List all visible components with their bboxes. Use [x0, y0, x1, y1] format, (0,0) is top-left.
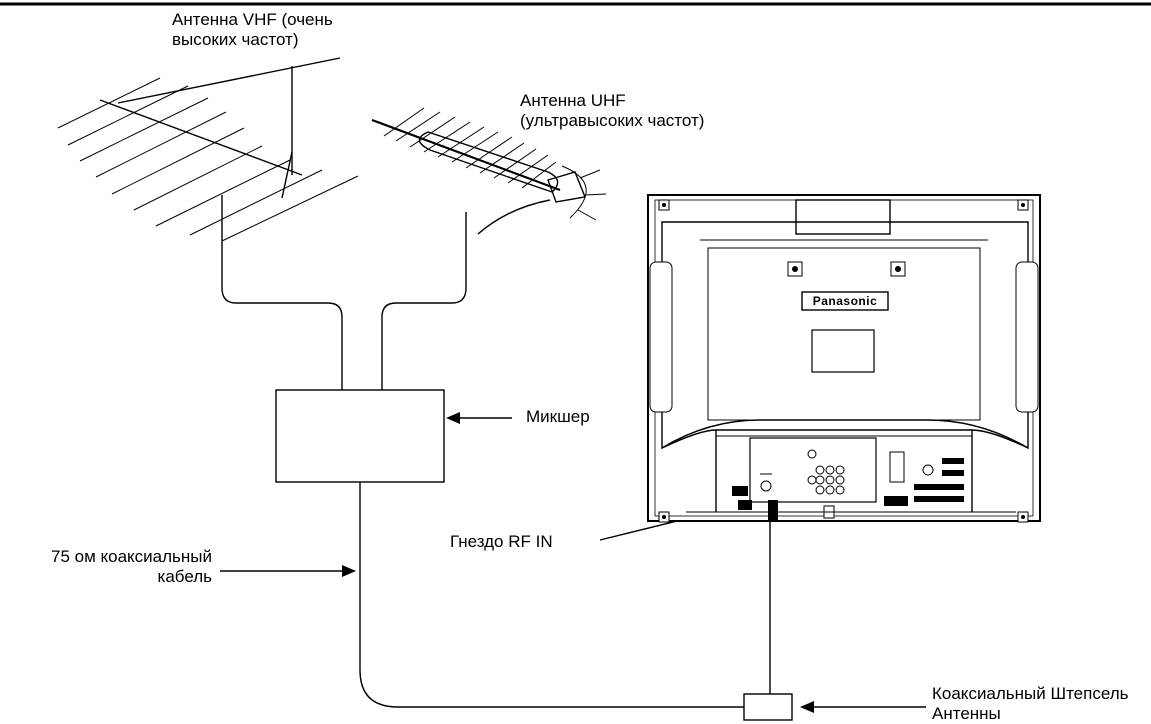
- plug-label-line2: Антенны: [932, 704, 1001, 723]
- uhf-antenna: [371, 107, 607, 235]
- cable-arrow: [220, 565, 356, 577]
- vhf-label-line1: Антенна VHF (очень: [172, 10, 333, 29]
- coaxial-cable-label: 75 ом коаксиальный кабель: [10, 547, 212, 587]
- vhf-label-line2: высоких частот): [172, 30, 299, 49]
- mixer-box: [275, 389, 445, 483]
- vhf-antenna: [57, 57, 359, 242]
- cable-label-line1: 75 ом коаксиальный: [51, 547, 212, 566]
- uhf-label-line1: Антенна UHF: [520, 91, 626, 110]
- rf-in-label: Гнездо RF IN: [450, 532, 553, 551]
- plug-arrow: [800, 701, 926, 713]
- coaxial-cable: [359, 482, 744, 708]
- mixer-label: Микшер: [526, 407, 590, 426]
- mixer-arrow: [446, 412, 512, 424]
- uhf-label-line2: (ультравысоких частот): [520, 111, 705, 130]
- uhf-lead: [381, 212, 467, 390]
- plug-label-line1: Коаксиальный Штепсель: [932, 684, 1129, 703]
- uhf-antenna-label: Антенна UHF (ультравысоких частот): [520, 91, 704, 131]
- antenna-plug-label: Коаксиальный Штепсель Антенны: [932, 684, 1129, 724]
- vhf-lead: [221, 195, 343, 390]
- tv-rear: [647, 194, 1041, 523]
- antenna-plug: [743, 693, 793, 721]
- vhf-antenna-label: Антенна VHF (очень высоких частот): [172, 10, 333, 50]
- tv-brand-plate: Panasonic: [812, 294, 878, 308]
- cable-label-line2: кабель: [157, 567, 212, 586]
